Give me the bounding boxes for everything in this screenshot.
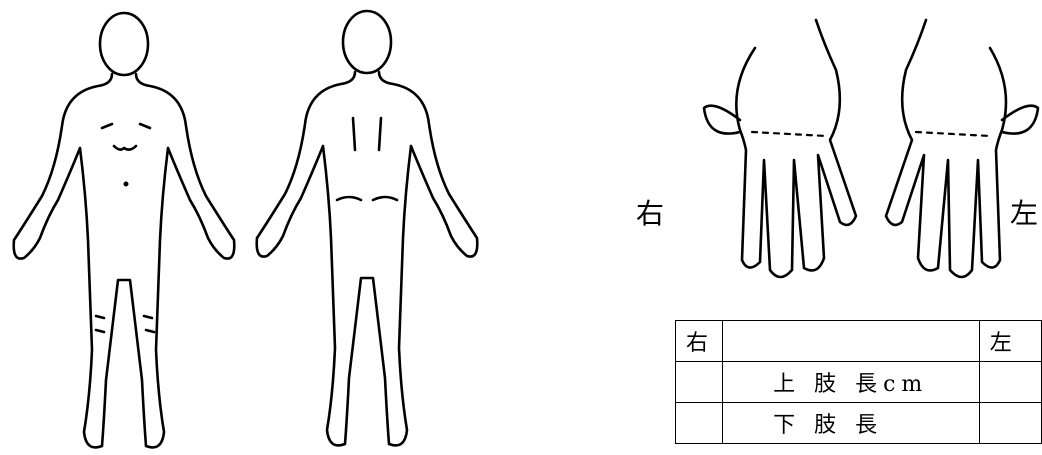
- limb-length-table: 右 左 上 肢 長cm 下 肢 長: [675, 320, 1042, 444]
- lower-limb-length-label: 下 肢 長: [723, 403, 980, 444]
- header-middle: [723, 321, 980, 362]
- hands-figure: [700, 0, 1042, 290]
- table-row: 上 肢 長cm: [676, 362, 1042, 403]
- table-row: 下 肢 長: [676, 403, 1042, 444]
- lower-limb-left-value[interactable]: [979, 403, 1041, 444]
- body-back-figure: [245, 0, 490, 455]
- upper-limb-length-label: 上 肢 長cm: [723, 362, 980, 403]
- body-front-figure: [0, 0, 245, 455]
- lower-limb-right-value[interactable]: [676, 403, 723, 444]
- header-left: 左: [979, 321, 1041, 362]
- upper-limb-right-value[interactable]: [676, 362, 723, 403]
- hand-left-label: 左: [1010, 200, 1038, 228]
- header-right: 右: [676, 321, 723, 362]
- table-header-row: 右 左: [676, 321, 1042, 362]
- upper-limb-left-value[interactable]: [979, 362, 1041, 403]
- hand-right-label: 右: [636, 200, 664, 228]
